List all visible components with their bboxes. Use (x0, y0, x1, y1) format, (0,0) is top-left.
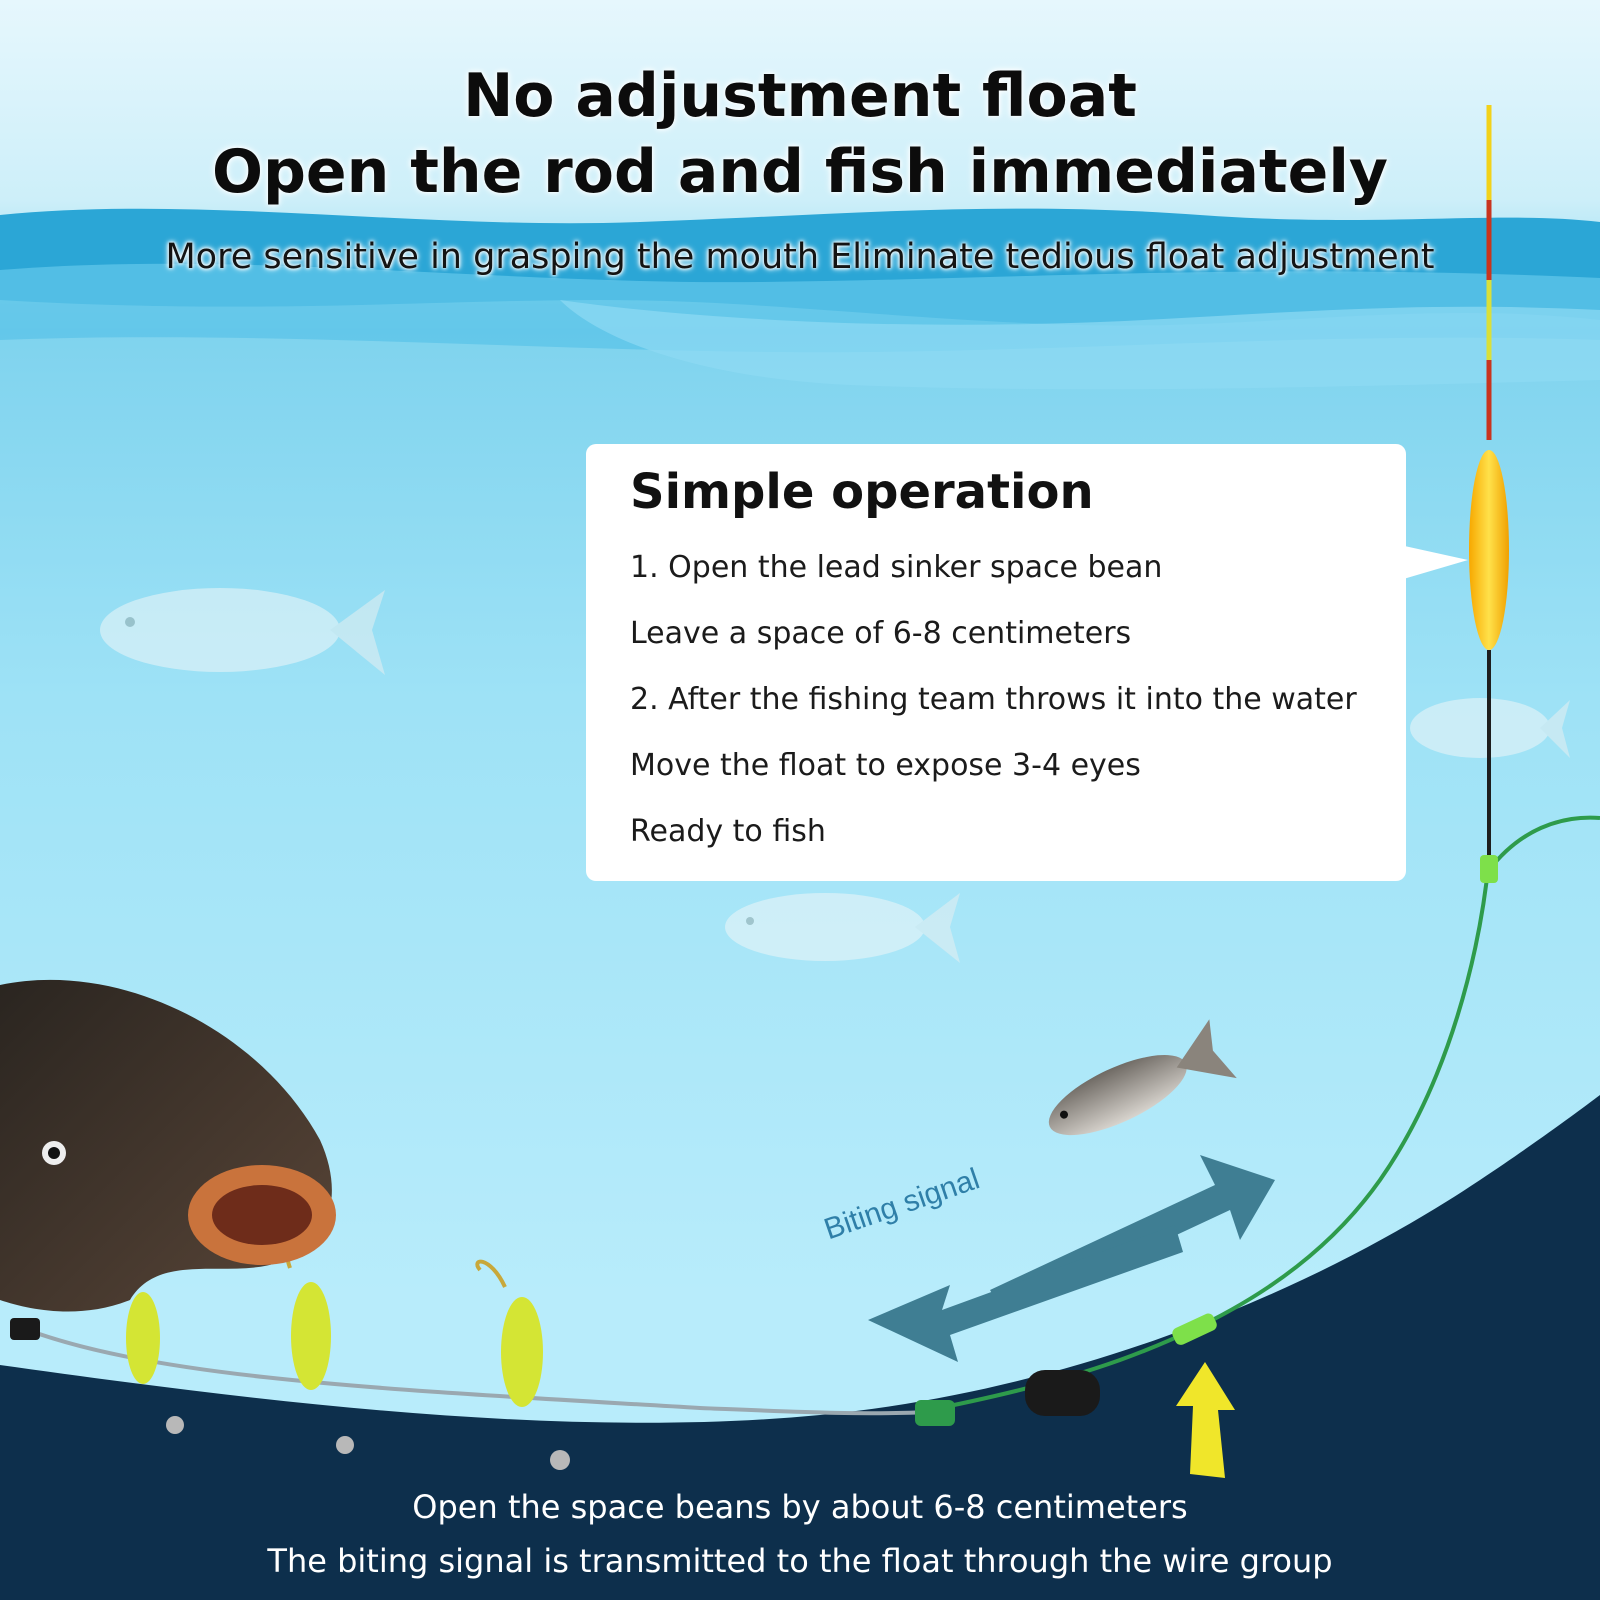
carp-fish (0, 979, 336, 1312)
headline-line-2: Open the rod and fish immediately (211, 137, 1389, 207)
card-title: Simple operation (630, 464, 1094, 520)
caption-line-2: The biting signal is transmitted to the … (267, 1542, 1333, 1580)
step-line-5: Ready to fish (630, 814, 826, 849)
step-line-4: Move the float to expose 3-4 eyes (630, 748, 1141, 783)
biting-signal-arrows (868, 1155, 1275, 1362)
subheadline: More sensitive in grasping the mouth Eli… (165, 237, 1435, 277)
simple-operation-card: Simple operation 1. Open the lead sinker… (586, 444, 1406, 881)
fishing-float (1400, 105, 1509, 860)
headline-line-1: No adjustment float (463, 61, 1137, 131)
step-line-3: 2. After the fishing team throws it into… (630, 682, 1357, 717)
surface-waves (0, 208, 1600, 390)
fishing-line (919, 815, 1600, 1416)
background-fish (100, 588, 1570, 963)
caption-line-1: Open the space beans by about 6-8 centim… (412, 1488, 1188, 1526)
step-line-2: Leave a space of 6-8 centimeters (630, 616, 1132, 651)
pointer-arrow (1176, 1362, 1235, 1478)
signal-fish (1048, 1019, 1237, 1136)
step-line-1: 1. Open the lead sinker space bean (630, 550, 1163, 585)
